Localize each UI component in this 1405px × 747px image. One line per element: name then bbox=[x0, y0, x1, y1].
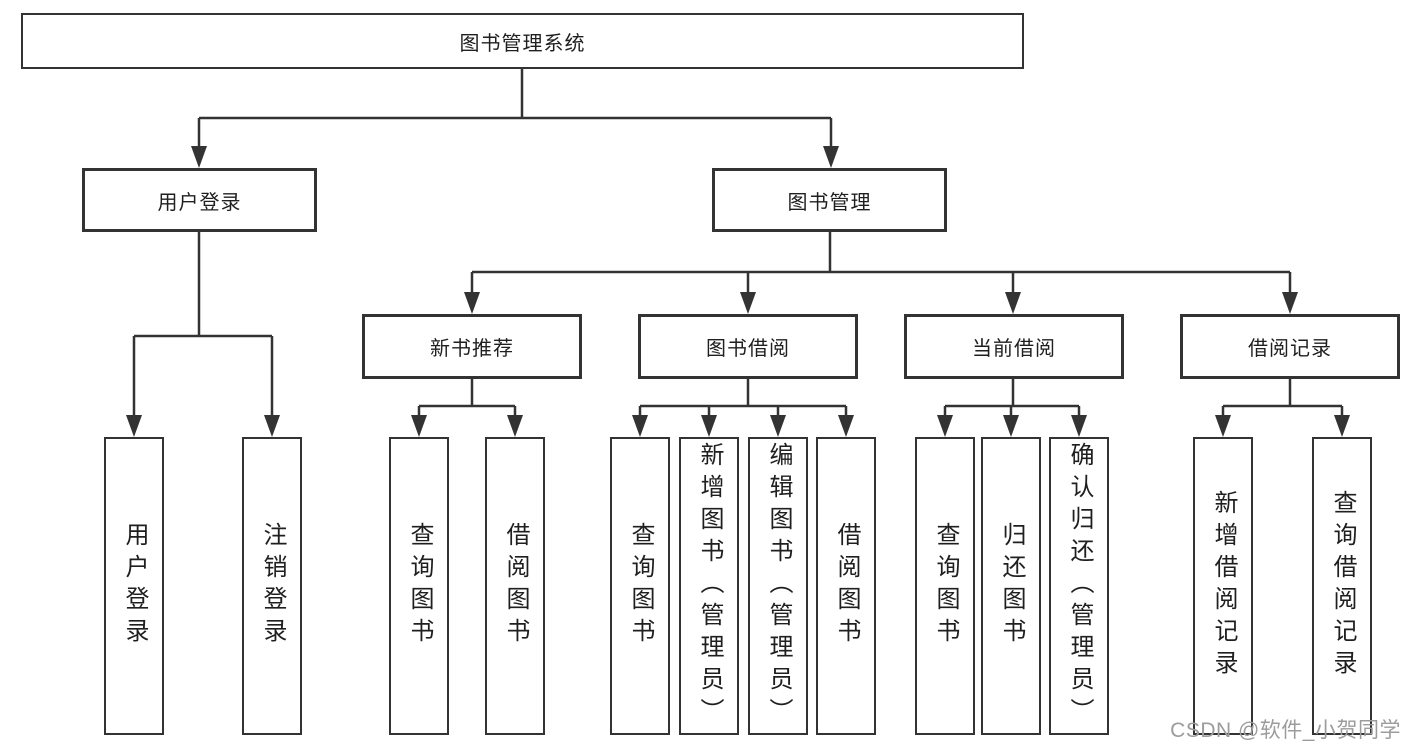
node-book-management: 图书管理 bbox=[712, 168, 947, 232]
node-new-book-recommend: 新书推荐 bbox=[362, 314, 582, 379]
leaf-query-books-recommend: 查询图书 bbox=[389, 437, 449, 735]
node-borrow-records: 借阅记录 bbox=[1180, 314, 1400, 379]
arrowheads bbox=[126, 146, 1350, 437]
leaf-add-book-admin: 新增图书（管理员） bbox=[679, 437, 739, 735]
leaf-query-books-current: 查询图书 bbox=[915, 437, 975, 735]
leaf-add-borrow-record: 新增借阅记录 bbox=[1193, 437, 1253, 735]
node-book-borrow: 图书借阅 bbox=[638, 314, 858, 379]
leaf-confirm-return-admin: 确认归还（管理员） bbox=[1049, 437, 1109, 735]
leaf-borrow-books: 借阅图书 bbox=[816, 437, 876, 735]
connector-edges bbox=[132, 69, 1344, 415]
csdn-watermark: CSDN @软件_小贺同学 bbox=[1170, 719, 1401, 742]
leaf-query-borrow-record: 查询借阅记录 bbox=[1312, 437, 1372, 735]
leaf-user-login: 用户登录 bbox=[104, 437, 164, 735]
node-current-borrow: 当前借阅 bbox=[904, 314, 1124, 379]
leaf-edit-book-admin: 编辑图书（管理员） bbox=[748, 437, 808, 735]
leaf-borrow-books-recommend: 借阅图书 bbox=[485, 437, 545, 735]
node-root-system: 图书管理系统 bbox=[21, 13, 1024, 69]
leaf-query-books-borrow: 查询图书 bbox=[610, 437, 670, 735]
node-user-login: 用户登录 bbox=[82, 168, 317, 232]
leaf-logout: 注销登录 bbox=[242, 437, 302, 735]
leaf-return-book: 归还图书 bbox=[981, 437, 1041, 735]
